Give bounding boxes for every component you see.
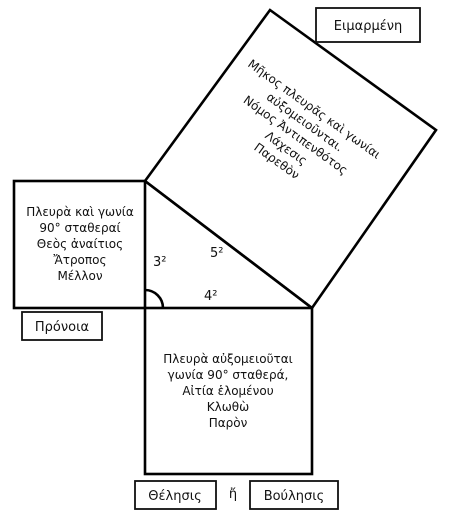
pronoia-box xyxy=(21,311,103,341)
bottom-square-text: Πλευρὰ αὐξομειοῦται γωνία 90° σταθερά, Α… xyxy=(163,352,292,430)
thelisis-box xyxy=(134,480,217,510)
left-line-5: Μέλλον xyxy=(57,269,102,283)
bottom-line-3: Αἰτία ἑλομένου xyxy=(182,384,273,398)
side-label-c: 5² xyxy=(210,246,223,261)
bottom-square xyxy=(143,306,314,476)
left-line-2: 90° σταθεραί xyxy=(39,221,120,235)
bottom-line-4: Κλωθὼ xyxy=(207,400,249,414)
left-line-4: Ἄτροπος xyxy=(53,253,106,267)
voulisis-label: Βούλησις xyxy=(264,489,325,504)
bottom-line-1: Πλευρὰ αὐξομειοῦται xyxy=(163,352,292,366)
left-square xyxy=(12,179,147,310)
side-label-b: 4² xyxy=(204,289,217,304)
left-line-3: Θεὸς ἀναίτιος xyxy=(37,237,123,251)
triangle-hypotenuse xyxy=(144,179,313,310)
right-angle-mark xyxy=(144,288,165,309)
thelisis-label: Θέλησις xyxy=(148,489,201,504)
left-line-1: Πλευρὰ καὶ γωνία xyxy=(26,205,134,219)
bottom-line-2: γωνία 90° σταθερά, xyxy=(168,368,289,382)
left-square-text: Πλευρὰ καὶ γωνία 90° σταθεραί Θεὸς ἀναίτ… xyxy=(26,205,134,283)
or-label: ἤ xyxy=(229,487,237,502)
pronoia-label: Πρόνοια xyxy=(35,320,89,335)
voulisis-box xyxy=(249,480,339,510)
side-label-a: 3² xyxy=(153,255,166,270)
eimarmeni-box xyxy=(315,7,421,43)
eimarmeni-label: Ειμαρμένη xyxy=(334,19,403,34)
bottom-line-5: Παρὸν xyxy=(209,416,248,430)
